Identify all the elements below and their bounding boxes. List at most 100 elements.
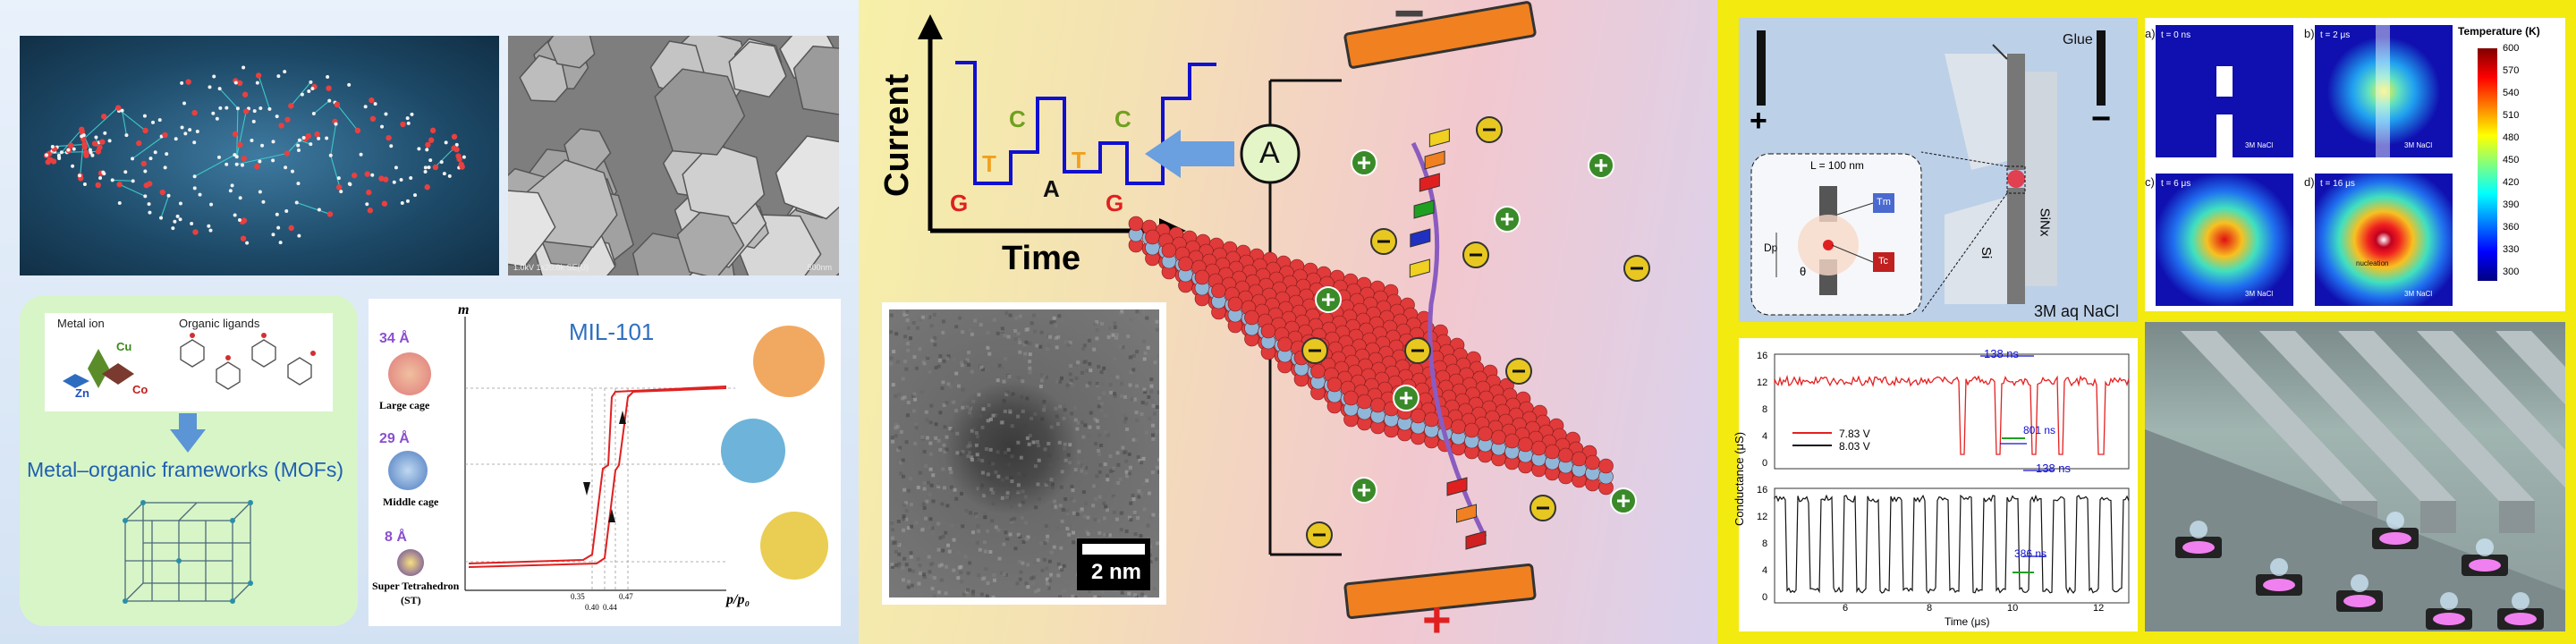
inset-Tc-label: Tc [1878,256,1888,267]
colorbar-tick: 300 [2503,267,2520,277]
heat-time-b: t = 2 μs [2320,30,2351,40]
base-label-3: C [1009,106,1026,132]
top-electrode-minus: − [1394,0,1426,43]
nacl-label: 3M aq NaCl [2034,302,2120,320]
heat-nucleation-d: nucleation [2356,259,2389,267]
heat-nacl-b: 3M NaCl [2404,141,2433,149]
sem-image: 1.0kV 1x20.0k SE(U) 500nm [508,36,839,275]
sem-scale-label: 500nm [807,263,832,272]
heat-panel-d: d) t = 16 μs 3M NaCl nucleation [2304,174,2453,306]
tem-scale-label: 2 nm [1091,560,1142,584]
3d-channels-graphic [2145,331,2565,631]
colorbar-tick: 360 [2503,222,2520,233]
mil-tick-4: 0.47 [619,592,633,601]
cage3-abbr: (ST) [401,594,421,606]
trace-ytick-2: 12 [1757,377,1768,388]
legend-2: 8.03 V [1839,440,1870,453]
legend-1: 7.83 V [1839,428,1870,440]
mof-structure-render [20,36,499,275]
time-axis-title: Time (μs) [1945,615,1990,628]
mof-building-blocks: Metal ion Organic ligands Cu [45,313,333,411]
si-label: Si [1979,246,1995,259]
trace-ytick-5: 0 [1762,458,1768,469]
colorbar-tick: 570 [2503,65,2520,76]
trace2-ytick-4: 4 [1762,565,1768,576]
trace2-ytick-2: 12 [1757,512,1768,522]
cage2-size: 29 Å [379,431,410,446]
inset-L-label: L = 100 nm [1810,159,1864,172]
st-cage-icon [397,549,424,576]
trace-ytick-4: 4 [1762,431,1768,442]
device-plus-sign: + [1750,104,1767,138]
base-label-6: G [1106,190,1124,216]
time-tick-3: 10 [2007,603,2019,614]
pore-gap-a-mid [2216,97,2233,114]
nanopore-schematic [918,1,1650,619]
cage3-name: Super Tetrahedron [372,580,460,592]
device-3d-render [2145,322,2565,631]
heat-tag-d: d) [2304,175,2315,189]
annot-bot-mid: 386 ns [2014,547,2047,560]
device-graphic [1750,30,2106,316]
heat-time-a: t = 0 ns [2161,30,2191,40]
conductance-traces: Conductance (μS) 16 12 8 4 0 16 12 8 4 0… [1733,338,2138,631]
mof-diagram-box: Metal ion Organic ligands Cu [20,295,358,626]
middle-cage-icon [388,451,428,490]
heat-tag-c: c) [2145,175,2155,189]
mil-y-label: m [458,302,470,318]
cu-label: Cu [116,340,132,353]
heat-tag-b: b) [2304,27,2315,40]
colorbar-tick: 330 [2503,244,2520,255]
time-tick-1: 6 [1843,603,1849,614]
heat-nacl-c: 3M NaCl [2245,290,2274,298]
colorbar-tick: 450 [2503,155,2520,165]
cage3-size: 8 Å [385,530,407,545]
annot-bot-top: 138 ns [2036,462,2072,475]
base-label-4: A [1043,175,1060,202]
base-label-5: T [1072,147,1086,174]
colorbar-tick: 540 [2503,88,2520,98]
cage1-size: 34 Å [379,331,410,346]
co-label: Co [132,383,148,396]
heat-panel-c: c) t = 6 μs 3M NaCl [2145,174,2293,306]
colorbar-tick: 390 [2503,199,2520,210]
device-minus-sign: − [2091,100,2112,138]
ammeter-label: A [1259,136,1280,170]
trace-axis-label: Conductance (μS) [1733,431,1747,527]
metal-ligand-graphic [63,333,316,390]
colorbar [2478,48,2497,281]
tem-image: 2 nm [882,302,1166,605]
tem-scalebar-line [1082,544,1145,555]
down-arrow-icon [170,413,206,453]
sem-crystals-graphic [508,36,839,275]
time-tick-4: 12 [2093,603,2105,614]
annot-top: 138 ns [1984,347,2020,360]
sin-label: SiNx [2037,208,2053,237]
inset-Tm-label: Tm [1877,197,1891,208]
large-cage-icon [388,352,431,395]
mil-tick-3: 0.44 [603,603,617,612]
time-axis-label: Time [1002,240,1081,277]
inset-Dp-label: Dp [1764,242,1778,254]
heat-nacl-d: 3M NaCl [2404,290,2433,298]
heat-panel-a: a) t = 0 ns 3M NaCl [2145,25,2293,157]
mil-tick-2: 0.40 [585,603,599,612]
base-label-2: T [982,150,996,177]
time-tick-2: 8 [1927,603,1933,614]
colorbar-tick: 600 [2503,43,2520,54]
colorbar-tick: 480 [2503,132,2520,143]
trace-ytick-1: 16 [1757,351,1768,361]
base-label-7: C [1114,106,1131,132]
trace2-ytick-1: 16 [1757,485,1768,496]
colorbar-tick: 420 [2503,177,2520,188]
cage2-name: Middle cage [383,496,439,508]
base-label-1: G [950,190,969,216]
organic-ligands-label: Organic ligands [179,317,260,330]
heat-time-d: t = 16 μs [2320,179,2355,189]
heatmap-grid: a) t = 0 ns 3M NaCl b) t = 2 μs 3M NaCl … [2145,18,2565,311]
sem-caption: 1.0kV 1x20.0k SE(U) [513,263,589,272]
trace-ytick-3: 8 [1762,404,1768,415]
left-panel: 1.0kV 1x20.0k SE(U) 500nm Metal ion Orga… [0,0,859,644]
heat-time-c: t = 6 μs [2161,179,2191,189]
mil-tick-1: 0.35 [571,592,585,601]
